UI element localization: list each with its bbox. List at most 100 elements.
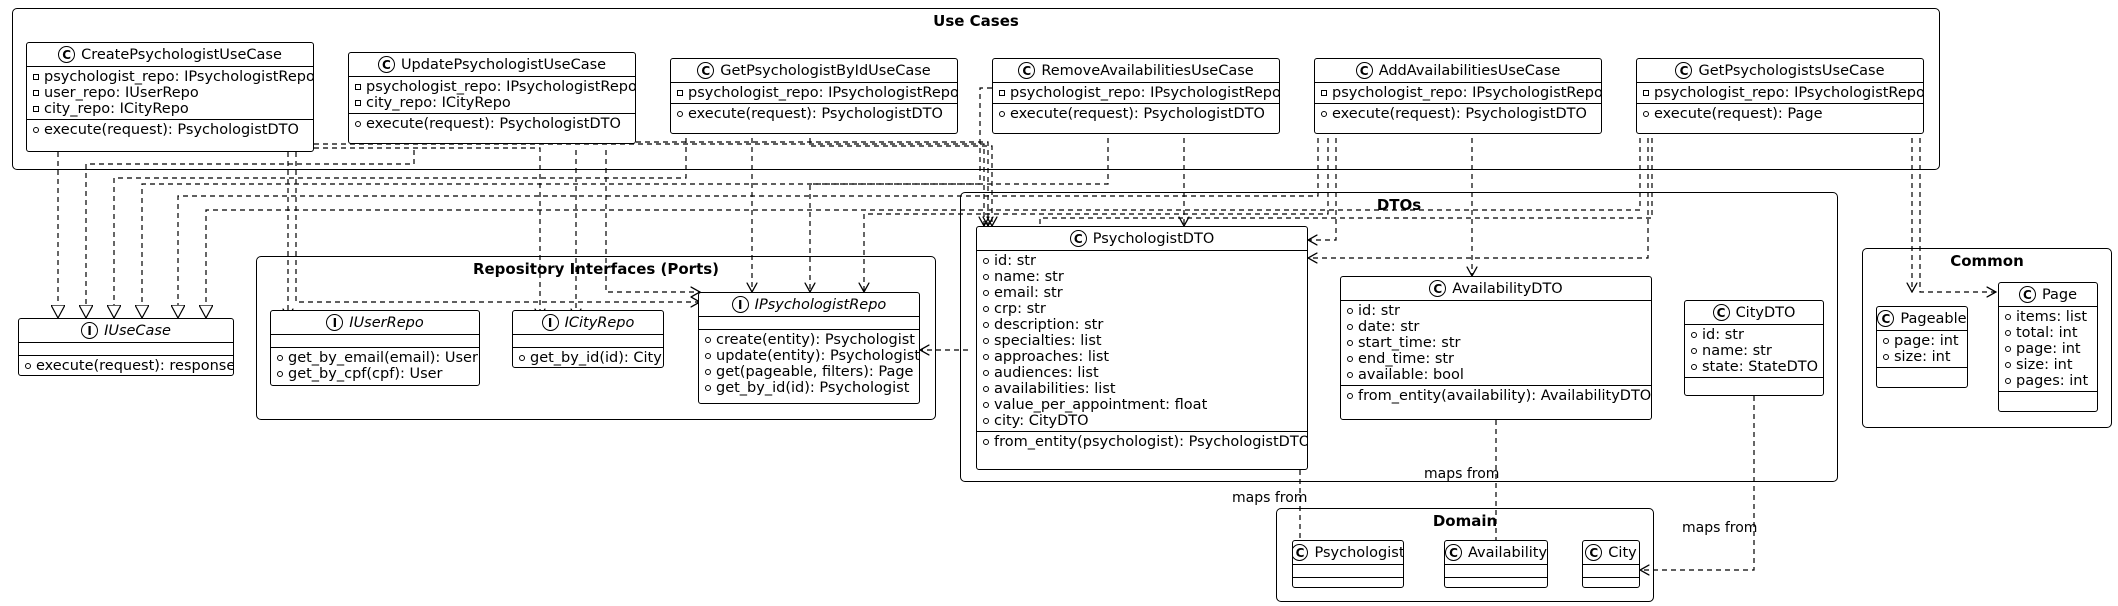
method: execute(request): response <box>36 358 234 374</box>
interface-stereotype-icon: I <box>731 296 749 313</box>
fields-section: psychologist_repo: IPsychologistRepo cit… <box>349 77 635 114</box>
field: date: str <box>1358 319 1420 335</box>
public-visibility-icon <box>1643 111 1649 117</box>
class-name: CreatePsychologistUseCase <box>81 46 282 63</box>
edge-label-availability-maps: maps from <box>1424 466 1499 482</box>
class-name: UpdatePsychologistUseCase <box>400 56 607 73</box>
method: execute(request): PsychologistDTO <box>1332 106 1587 122</box>
edge-label-city-maps: maps from <box>1682 520 1757 536</box>
private-visibility-icon <box>999 90 1005 96</box>
methods-section: from_entity(psychologist): PsychologistD… <box>977 432 1307 452</box>
field: name: str <box>994 269 1064 285</box>
edge-getbyid-uses-psychologistdto <box>809 138 992 226</box>
class-name: IUserRepo <box>349 314 424 331</box>
package-repository-interfaces: Repository Interfaces (Ports) <box>256 256 936 420</box>
fields-section <box>513 335 663 348</box>
edge-getps-uses-ipsychologistrepo <box>1039 138 1653 236</box>
field: start_time: str <box>1358 335 1461 351</box>
class-name: AddAvailabilitiesUseCase <box>1378 62 1561 79</box>
class-stereotype-icon: C <box>1018 62 1036 79</box>
class-name: City <box>1608 544 1637 561</box>
methods-section: execute(request): Page <box>1637 104 1923 124</box>
method: execute(request): PsychologistDTO <box>44 122 299 138</box>
field: psychologist_repo: IPsychologistRepo <box>366 79 636 95</box>
edge-update-uses-psychologistdto <box>636 141 988 226</box>
class-stereotype-icon: C <box>1069 230 1087 247</box>
field: end_time: str <box>1358 351 1455 367</box>
field: value_per_appointment: float <box>994 397 1208 413</box>
methods-section: execute(request): PsychologistDTO <box>671 104 957 124</box>
method: from_entity(availability): AvailabilityD… <box>1358 388 1652 404</box>
field: city: CityDTO <box>994 413 1089 429</box>
edge-update-uses-ipsychologistrepo <box>605 150 700 292</box>
public-visibility-icon <box>1347 356 1353 362</box>
method: get_by_cpf(cpf): User <box>288 366 443 382</box>
public-visibility-icon <box>1691 364 1697 370</box>
public-visibility-icon <box>277 355 283 361</box>
public-visibility-icon <box>1883 338 1889 344</box>
methods-section: execute(request): PsychologistDTO <box>993 104 1279 124</box>
field: email: str <box>994 285 1063 301</box>
class-stereotype-icon: C <box>2018 286 2036 303</box>
fields-section <box>1583 565 1639 578</box>
edge-label-psychologist-maps: maps from <box>1232 490 1307 506</box>
class-stereotype-icon: C <box>1675 62 1693 79</box>
class-stereotype-icon: C <box>58 46 76 63</box>
methods-section: execute(request): PsychologistDTO <box>1315 104 1601 124</box>
private-visibility-icon <box>1643 90 1649 96</box>
class-name: PsychologistDTO <box>1092 230 1215 247</box>
class-stereotype-icon: C <box>1877 310 1895 327</box>
field: audiences: list <box>994 365 1099 381</box>
method: get_by_id(id): Psychologist <box>716 380 910 396</box>
package-domain: Domain <box>1276 508 1654 602</box>
field: availabilities: list <box>994 381 1116 397</box>
field: items: list <box>2016 309 2088 325</box>
public-visibility-icon <box>983 338 989 344</box>
fields-section <box>1293 565 1403 578</box>
class-name: GetPsychologistByIdUseCase <box>720 62 931 79</box>
public-visibility-icon <box>1347 308 1353 314</box>
method: execute(request): PsychologistDTO <box>366 116 621 132</box>
field: page: int <box>1894 333 1959 349</box>
methods-section: execute(request): response <box>19 356 234 375</box>
class-name: IUseCase <box>104 322 171 339</box>
methods-section: execute(request): PsychologistDTO <box>349 114 635 134</box>
fields-section: psychologist_repo: IPsychologistRepo <box>1637 83 1923 104</box>
private-visibility-icon <box>355 100 361 106</box>
edge-getbyid-realizes-iusecase <box>114 138 687 318</box>
method: execute(request): PsychologistDTO <box>1010 106 1265 122</box>
public-visibility-icon <box>999 111 1005 117</box>
method: update(entity): Psychologist <box>716 348 920 364</box>
public-visibility-icon <box>2005 362 2011 368</box>
class-name: ICityRepo <box>564 314 635 331</box>
public-visibility-icon <box>705 369 711 375</box>
interface-stereotype-icon: I <box>326 314 344 331</box>
method: get_by_id(id): City <box>530 350 662 366</box>
class-name: Availability <box>1467 544 1548 561</box>
class-stereotype-icon: C <box>1355 62 1373 79</box>
public-visibility-icon <box>355 121 361 127</box>
class-availability[interactable]: C Availability <box>1444 540 1548 588</box>
methods-section <box>1877 368 1967 380</box>
class-stereotype-icon: C <box>1445 544 1462 561</box>
public-visibility-icon <box>277 371 283 377</box>
methods-section <box>1293 578 1403 587</box>
